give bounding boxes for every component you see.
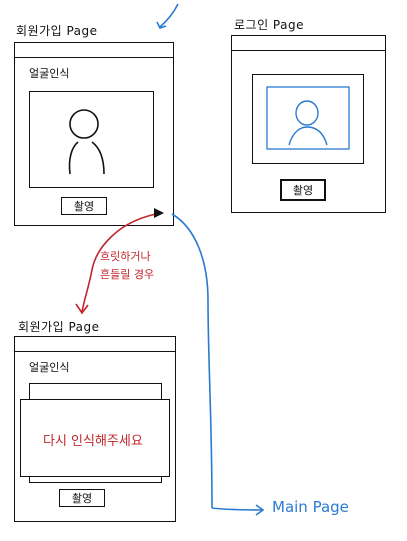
login-camera-preview bbox=[252, 74, 364, 164]
success-arrowhead bbox=[154, 208, 164, 218]
retry-error-popup: 다시 인식해주세요 bbox=[20, 399, 170, 477]
retry-flow-arrow bbox=[81, 213, 157, 313]
signup-retry-page-title: 회원가입 Page bbox=[18, 320, 100, 334]
incoming-arrow bbox=[159, 3, 179, 28]
retry-condition-line2: 흔들릴 경우 bbox=[100, 268, 155, 281]
retry-condition-line1: 흐릿하거나 bbox=[100, 250, 151, 263]
login-page-title: 로그인 Page bbox=[234, 18, 304, 32]
capture-button[interactable]: 촬영 bbox=[61, 197, 107, 215]
main-page-flow-arrow bbox=[171, 213, 213, 509]
person-silhouette-icon bbox=[68, 109, 105, 175]
face-recognition-label: 얼굴인식 bbox=[29, 67, 70, 80]
signup-page-titlebar bbox=[15, 43, 173, 58]
camera-preview bbox=[29, 91, 154, 188]
signup-page-frame: 얼굴인식 촬영 bbox=[14, 42, 174, 226]
retry-condition-label: 흐릿하거나 흔들릴 경우 bbox=[100, 248, 154, 284]
retry-error-message: 다시 인식해주세요 bbox=[43, 434, 143, 449]
face-scan-icon bbox=[266, 86, 350, 150]
signup-retry-titlebar bbox=[15, 337, 175, 352]
retry-capture-button[interactable]: 촬영 bbox=[59, 489, 105, 507]
login-page-titlebar bbox=[232, 36, 385, 51]
login-capture-button[interactable]: 촬영 bbox=[280, 179, 326, 201]
main-page-label: Main Page bbox=[272, 498, 349, 516]
signup-retry-page-frame: 얼굴인식 다시 인식해주세요 촬영 bbox=[14, 336, 176, 522]
retry-face-recognition-label: 얼굴인식 bbox=[29, 361, 70, 374]
signup-page-title: 회원가입 Page bbox=[16, 24, 98, 38]
login-page-frame: 촬영 bbox=[231, 35, 386, 213]
